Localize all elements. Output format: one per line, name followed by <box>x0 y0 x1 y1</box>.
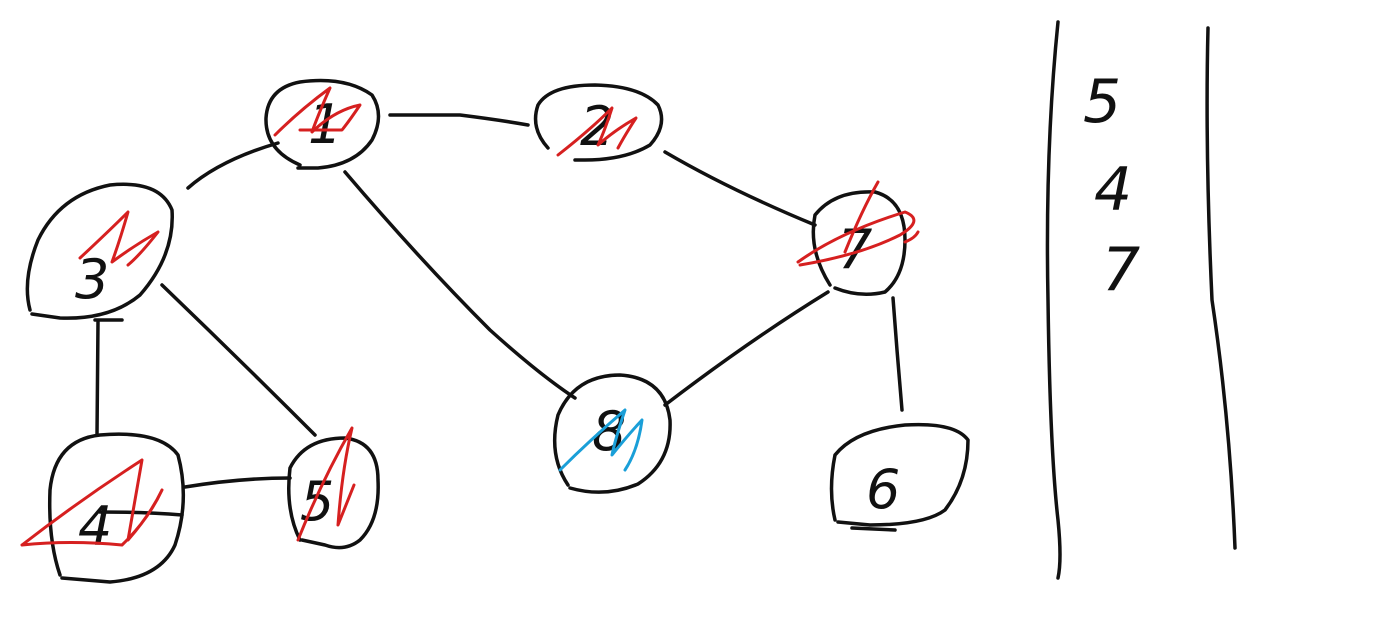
edge-7-8 <box>663 290 830 407</box>
node-8-label: 8 <box>592 400 626 463</box>
node-4-visited-mark <box>20 458 164 547</box>
edge-1-3 <box>186 141 280 190</box>
node-4-label: 4 <box>78 495 112 558</box>
node-4-circle <box>47 432 186 584</box>
node-4: 4 <box>20 432 186 584</box>
stack-right-border <box>1205 26 1237 550</box>
node-1-visited-mark <box>273 86 362 137</box>
edge-4-5 <box>183 476 292 489</box>
edges <box>95 113 904 489</box>
node-8: 8 <box>552 373 672 494</box>
node-2-visited-mark <box>556 106 638 157</box>
node-5-circle <box>287 436 380 550</box>
node-2-circle <box>533 83 664 162</box>
node-4-midline <box>98 510 184 517</box>
edge-3-4 <box>95 320 100 437</box>
stack-panel: 5 4 7 <box>1045 20 1237 580</box>
node-2-label: 2 <box>580 95 614 158</box>
node-3-circle <box>25 182 174 320</box>
node-5-visited-mark <box>296 426 356 542</box>
node-7-circle <box>811 190 907 296</box>
stack-item-0: 5 <box>1083 67 1121 137</box>
stack-left-border <box>1045 20 1062 580</box>
edge-1-8 <box>343 170 577 400</box>
node-3-visited-mark <box>78 210 160 267</box>
node-1: 1 <box>264 78 381 170</box>
node-3: 3 <box>25 182 174 322</box>
edge-3-5 <box>160 283 317 437</box>
edge-1-2 <box>388 113 530 127</box>
node-8-current-mark <box>558 408 644 472</box>
edge-7-6 <box>891 296 904 412</box>
node-6: 6 <box>829 422 970 532</box>
node-6-label: 6 <box>866 458 900 521</box>
node-5: 5 <box>287 426 380 550</box>
node-2: 2 <box>533 83 664 162</box>
node-8-circle <box>552 373 672 494</box>
node-6-circle <box>829 422 970 527</box>
node-7-visited-mark <box>796 180 920 267</box>
stack-item-2: 7 <box>1102 235 1140 305</box>
node-7: 7 <box>796 180 920 296</box>
stack-item-1: 4 <box>1094 155 1132 225</box>
node-1-circle <box>264 78 381 170</box>
edge-2-7 <box>663 150 817 227</box>
node-6-underline <box>850 526 897 532</box>
